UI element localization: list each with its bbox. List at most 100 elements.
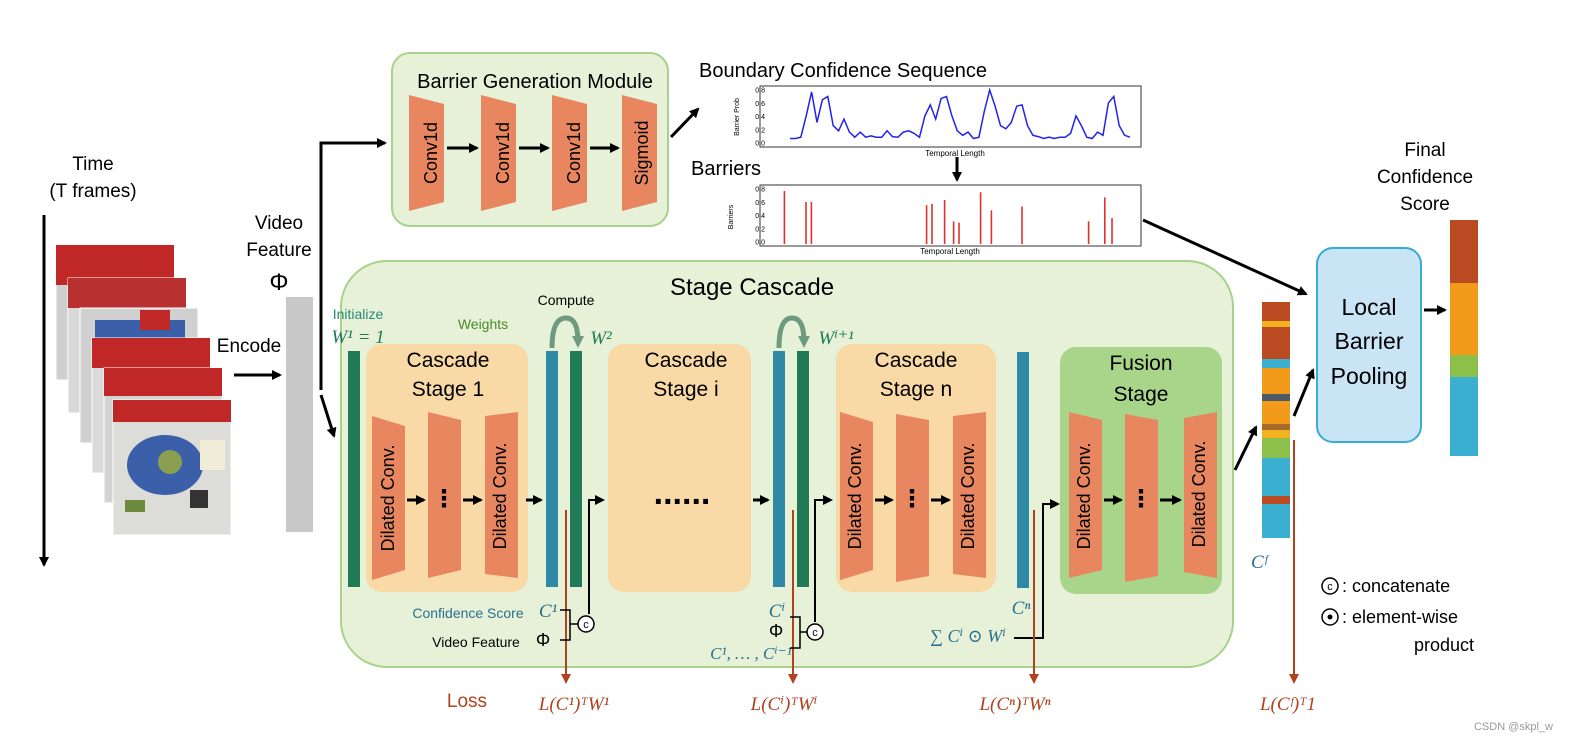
weight-bar-w1: [348, 351, 360, 587]
pooling-label-2: Barrier: [1334, 328, 1403, 354]
tick-label: 0.2: [755, 127, 765, 134]
video-feature-small-label: Video Feature: [432, 634, 520, 650]
svg-text:Dilated Conv.: Dilated Conv.: [958, 443, 978, 550]
tick-label: 0.4: [755, 213, 765, 220]
fusion-stage: Fusion Stage Dilated Conv. ⋮ Dilated Con…: [1060, 347, 1222, 594]
fusion-to-cf-arrow: [1233, 425, 1258, 471]
confidence-bar-ci: [773, 351, 785, 587]
tick-label: 0.8: [755, 187, 765, 194]
elementwise-legend-label: : element-wise: [1342, 607, 1458, 627]
bgm-to-boundary-arrow: [669, 107, 700, 139]
bgm-block-conv1d-1: Conv1d: [409, 95, 444, 211]
boundary-xlabel: Temporal Length: [925, 149, 985, 158]
svg-text:c: c: [583, 619, 589, 631]
concat-to-stage-i: [588, 495, 605, 614]
final-label-3: Score: [1400, 194, 1450, 215]
pooling-label-3: Pooling: [1331, 363, 1408, 389]
fusion-subtitle: Stage: [1114, 383, 1169, 406]
boundary-chart: 0.8 0.6 0.4 0.2 0.0 Barrier Prob Temporal Le…: [734, 85, 1142, 158]
confidence-score-label: Confidence Score: [412, 605, 524, 621]
tick-label: 0.0: [755, 240, 765, 247]
tick-label: 0.6: [755, 200, 765, 207]
svg-text:Dilated Conv.: Dilated Conv.: [378, 445, 398, 552]
phi-symbol: Φ: [269, 269, 288, 296]
barriers-plot-frame: [759, 184, 1142, 247]
frame-image: [112, 399, 232, 536]
bgm-block-conv1d-2: Conv1d: [481, 95, 516, 211]
tick-label: 0.2: [755, 226, 765, 233]
concat-to-stage-n: [814, 495, 833, 622]
svg-text:Conv1d: Conv1d: [564, 122, 584, 184]
barriers-ylabel: Barriers: [728, 204, 735, 229]
final-confidence-bar: [1450, 220, 1478, 456]
bgm-block-conv1d-3: Conv1d: [552, 95, 587, 211]
weights-label: Weights: [458, 316, 508, 332]
w1-label: W¹ = 1: [331, 327, 384, 348]
video-feature-bar: [286, 297, 313, 532]
loss-label: Loss: [447, 691, 487, 712]
feature-to-bgm-arrow: [319, 138, 387, 390]
video-frames: [55, 244, 232, 536]
wi1-label: Wⁱ⁺¹: [818, 328, 854, 349]
video-feature-label-2: Feature: [246, 240, 311, 261]
stage-cascade-title: Stage Cascade: [670, 274, 834, 301]
phi-small-label: Φ: [536, 630, 550, 650]
svg-text:Dilated Conv.: Dilated Conv.: [490, 443, 510, 550]
cascade-stage-1: Cascade Stage 1 Dilated Conv. ⋮ Dilated …: [366, 344, 528, 592]
loss-lf: L(Cᶠ)ᵀ1: [1259, 694, 1316, 715]
cf-to-pooling-arrow: [1292, 368, 1315, 417]
local-barrier-pooling: [1316, 247, 1422, 443]
svg-text:Dilated Conv.: Dilated Conv.: [1074, 443, 1094, 550]
boundary-series-line: [790, 87, 1131, 140]
cascade-stage-n: Cascade Stage n Dilated Conv. ⋮ Dilated …: [836, 344, 996, 592]
concat-legend-symbol: [1321, 577, 1339, 595]
compute-arc-2: [776, 315, 810, 349]
tick-label: 0.6: [755, 101, 765, 108]
w2-label: W²: [590, 328, 612, 349]
weight-bar-w2: [570, 351, 582, 587]
cf-segment-bar: [1262, 302, 1290, 538]
sum-label: ∑ Cⁱ ⊙ Wⁱ: [930, 626, 1006, 646]
final-label-1: Final: [1404, 140, 1445, 161]
barriers-chart: 0.80.60.40.20.0 Barriers Temporal Length: [728, 184, 1142, 256]
c1-label: C¹: [539, 601, 558, 622]
stage-n-subtitle: Stage n: [880, 378, 952, 401]
svg-text:Conv1d: Conv1d: [421, 122, 441, 184]
tick-label: 0.0: [755, 141, 765, 148]
ellipsis: ......: [654, 474, 711, 512]
svg-text:Sigmoid: Sigmoid: [632, 120, 652, 185]
cf-label: Cᶠ: [1251, 552, 1270, 573]
boundary-plot-frame: [759, 85, 1142, 148]
final-label-2: Confidence: [1377, 167, 1473, 188]
pooling-label-1: Local: [1342, 294, 1397, 320]
loss-ln: L(Cⁿ)ᵀWⁿ: [978, 694, 1050, 715]
tick-label: 0.4: [755, 114, 765, 121]
svg-text:Conv1d: Conv1d: [493, 122, 513, 184]
tick-label: 0.8: [755, 88, 765, 95]
compute-arc-1: [549, 315, 584, 349]
encode-label: Encode: [217, 336, 281, 357]
time-frames-label: (T frames): [49, 181, 136, 202]
svg-text:Dilated Conv.: Dilated Conv.: [845, 443, 865, 550]
video-feature-label: Video: [255, 213, 303, 234]
stage-1-title: Cascade: [407, 349, 490, 372]
fusion-title: Fusion: [1109, 352, 1172, 375]
feature-to-cascade-arrow: [319, 394, 337, 438]
compute-label: Compute: [538, 292, 595, 308]
c1-to-ci1-label: C¹, … , Cⁱ⁻¹: [710, 644, 792, 663]
boundary-ylabel: Barrier Prob: [734, 98, 741, 136]
ci-label: Cⁱ: [769, 601, 786, 622]
concat-legend-label: : concatenate: [1342, 576, 1450, 596]
cascade-stage-i: Cascade Stage i ......: [608, 344, 751, 592]
stage-n-title: Cascade: [875, 349, 958, 372]
barriers-to-pooling-arrow: [1142, 218, 1308, 296]
stage-cascade-panel: [340, 260, 1234, 668]
phi-label-2: Φ: [769, 621, 783, 641]
boundary-title: Boundary Confidence Sequence: [699, 60, 987, 82]
svg-text:c: c: [812, 627, 818, 639]
bgm-block-sigmoid: Sigmoid: [622, 95, 657, 211]
cn-label: Cⁿ: [1012, 598, 1031, 619]
time-label: Time: [72, 154, 114, 175]
loss-l1: L(C¹)ᵀW¹: [538, 694, 610, 715]
